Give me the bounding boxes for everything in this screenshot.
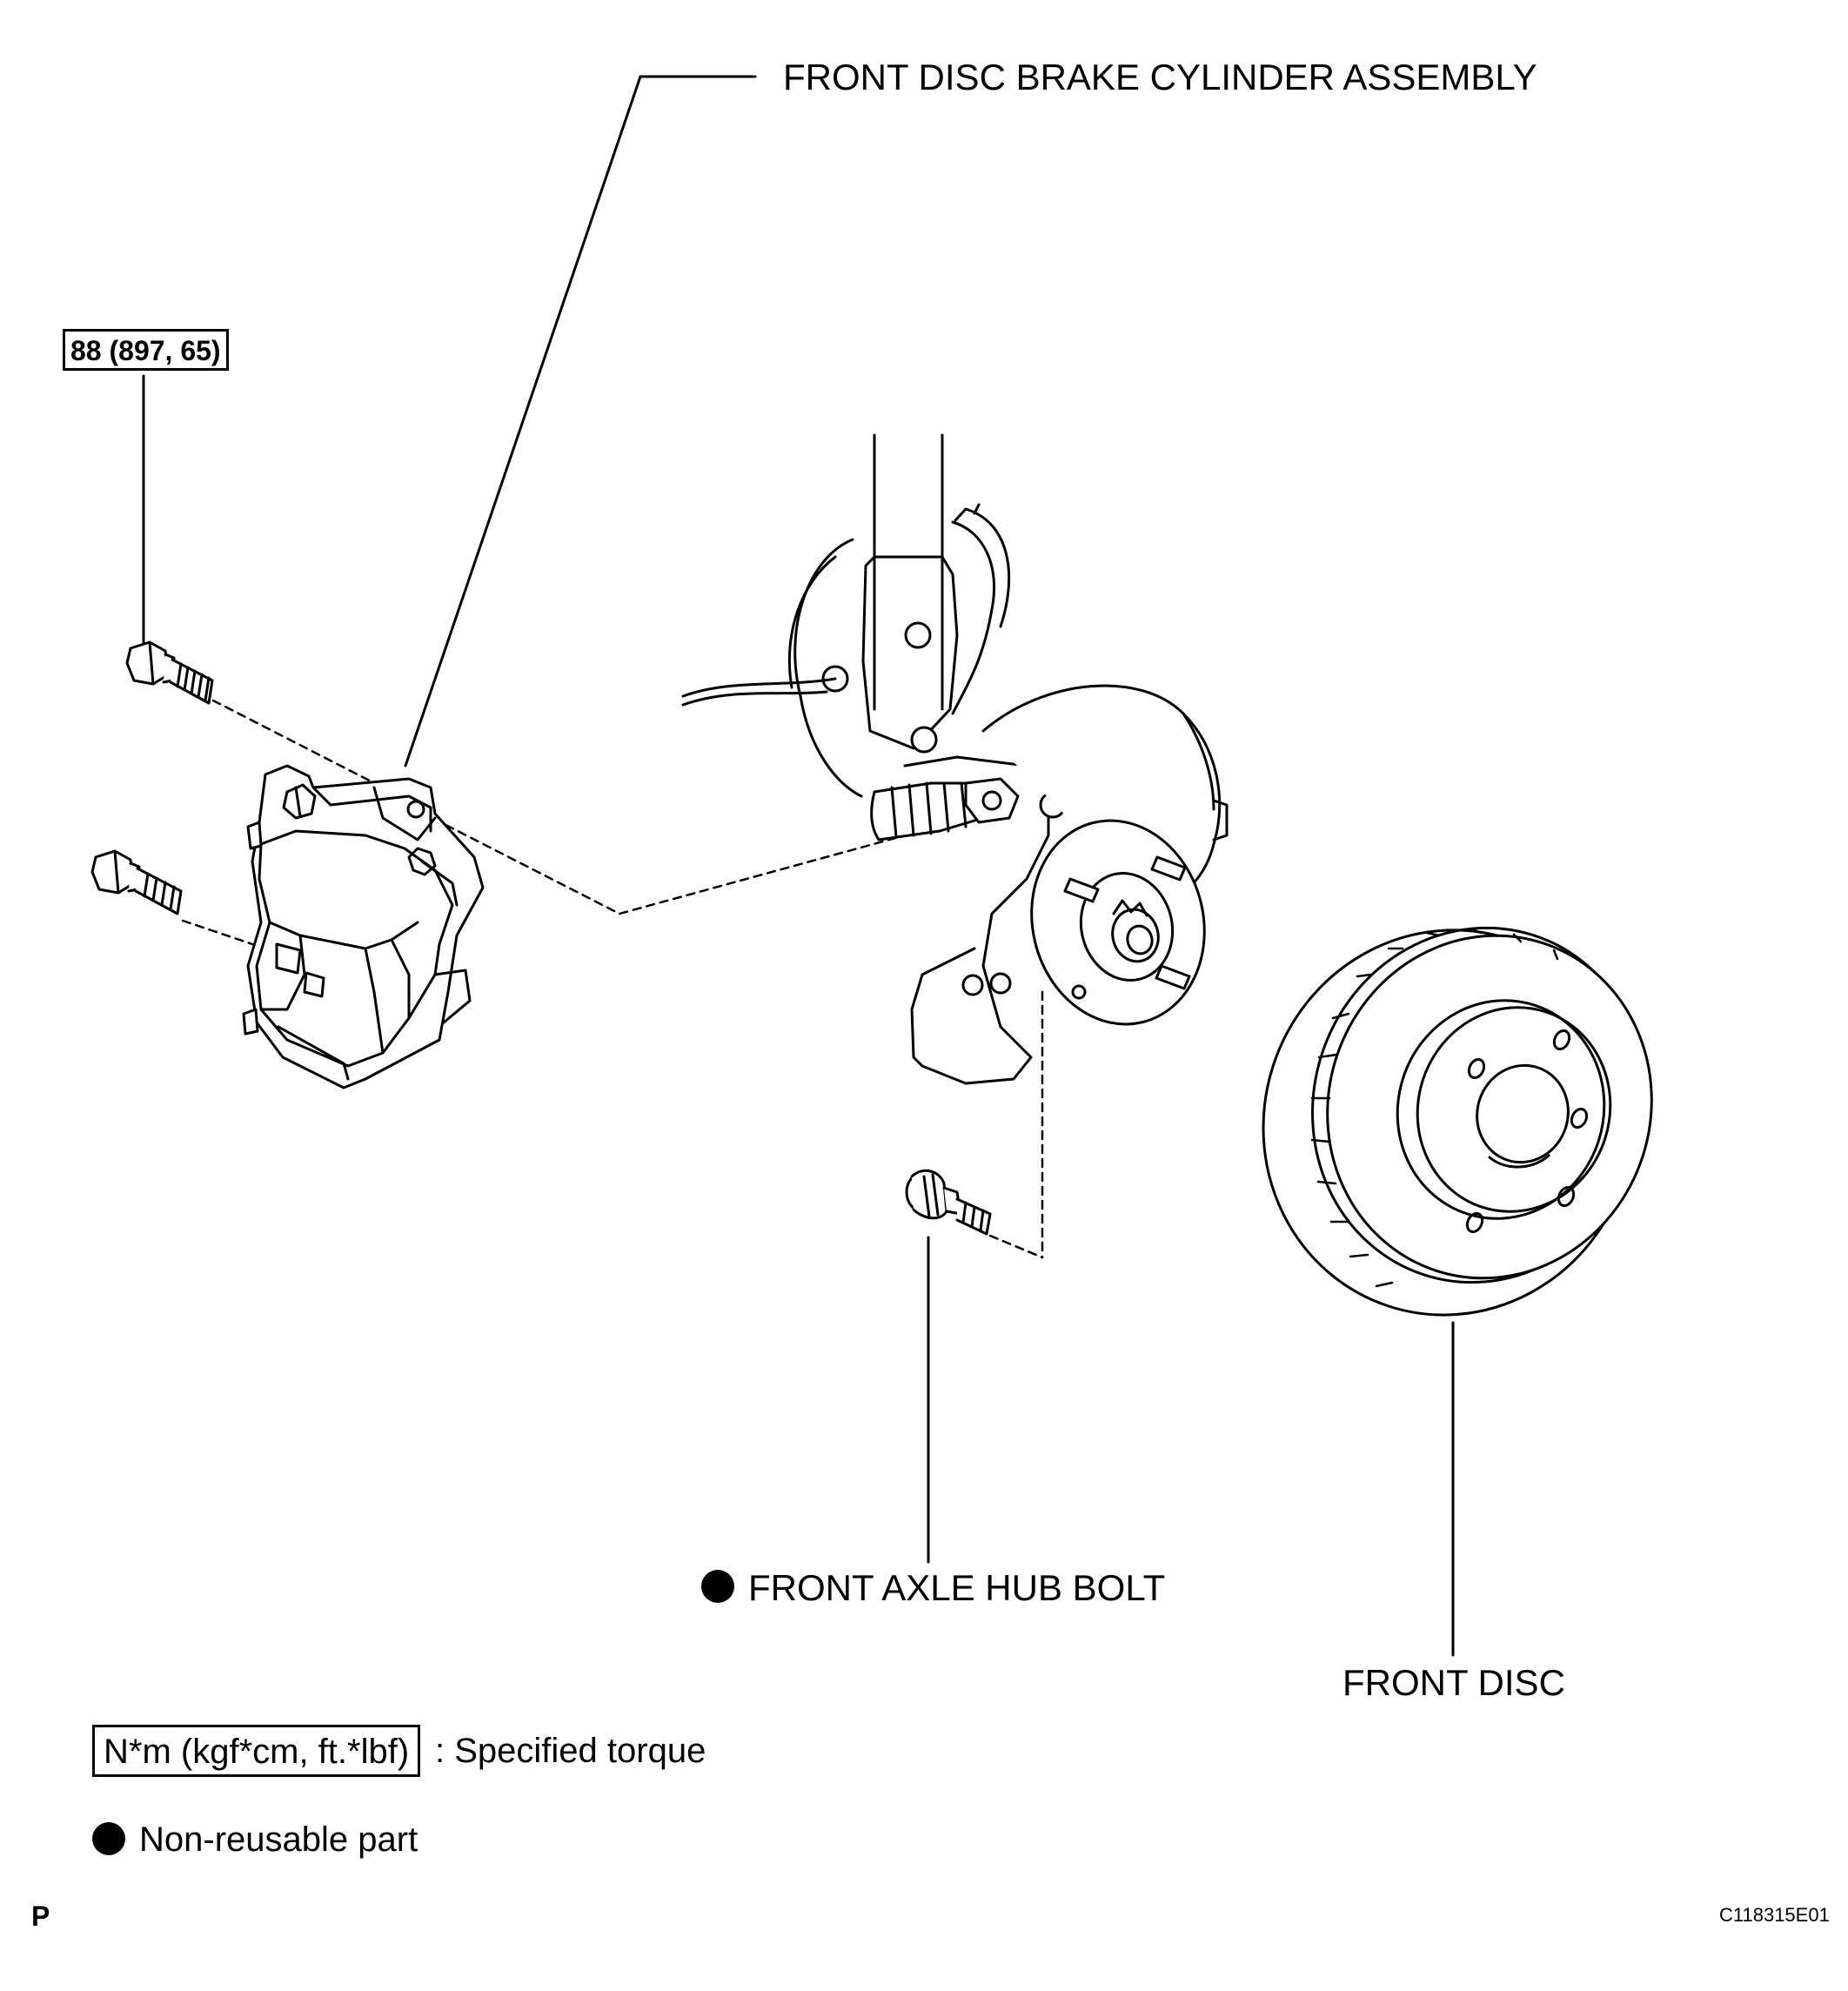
- front-disc-rotor: [1262, 926, 1653, 1317]
- rotor-vent-ticks: [1310, 927, 1559, 1288]
- steering-knuckle-hub: [681, 433, 1229, 1085]
- figure-id: C118315E01: [1719, 1904, 1830, 1926]
- caliper-bolt-upper: [125, 640, 214, 705]
- footer-left-code: P: [31, 1900, 50, 1932]
- hub-bolt-label: FRONT AXLE HUB BOLT: [748, 1567, 1166, 1608]
- legend-torque-description: : Specified torque: [435, 1732, 706, 1770]
- caliper-bolt-lower: [90, 849, 183, 915]
- leader-lines: [142, 75, 1455, 1657]
- axle-hub-bolt: [905, 1169, 992, 1236]
- legend-non-reusable-icon: [92, 1822, 125, 1855]
- legend-non-reusable-description: Non-reusable part: [139, 1820, 418, 1859]
- legend-torque-unit-box: N*m (kgf*cm, ft.*lbf): [92, 1725, 421, 1777]
- caliper-assembly: [242, 764, 485, 1089]
- caliper-assembly-label: FRONT DISC BRAKE CYLINDER ASSEMBLY: [783, 57, 1537, 97]
- front-disc-label: FRONT DISC: [1342, 1662, 1565, 1703]
- non-reusable-marker-icon: [701, 1570, 734, 1603]
- torque-spec-badge: 88 (897, 65): [63, 329, 229, 371]
